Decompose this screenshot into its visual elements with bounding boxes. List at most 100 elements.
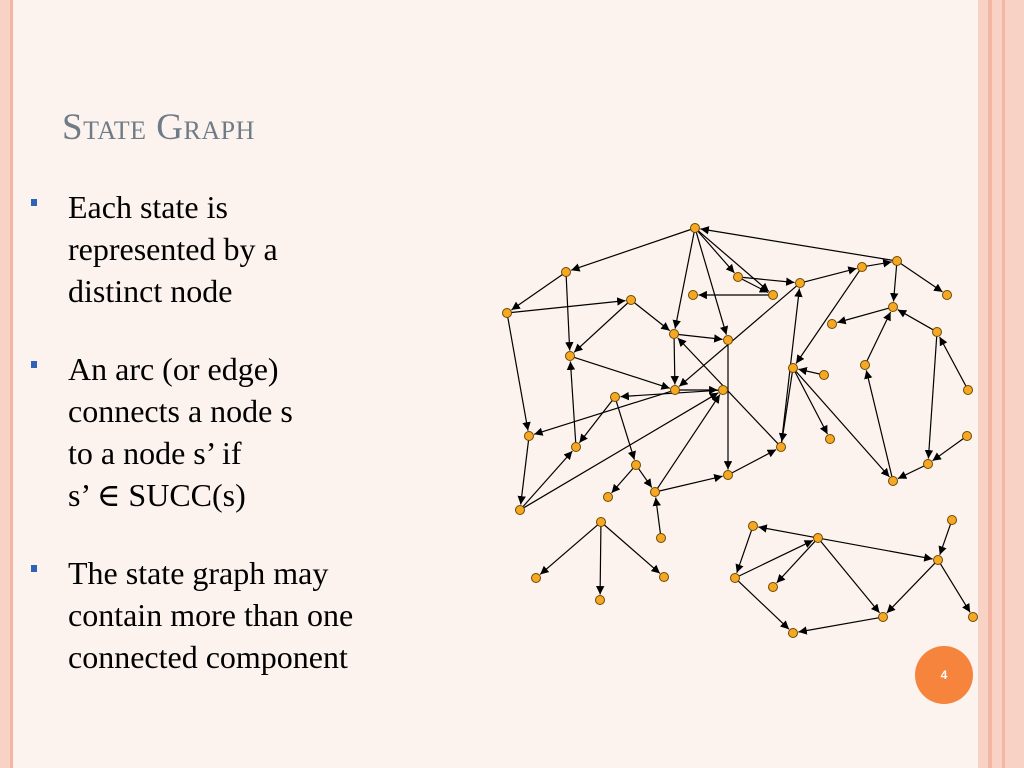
graph-node [565, 351, 575, 361]
graph-edge [795, 371, 890, 478]
graph-node [813, 533, 823, 543]
graph-node [524, 431, 534, 441]
graph-edge [523, 392, 719, 509]
graph-node [669, 329, 679, 339]
graph-node [857, 262, 867, 272]
bullet-text: An arc (or edge) connects a node s to a … [68, 351, 293, 513]
graph-node [688, 290, 698, 300]
graph-edge [932, 438, 964, 462]
graph-edge [659, 474, 723, 492]
graph-edge [700, 226, 893, 261]
left-border-stripe [0, 0, 10, 768]
graph-node [860, 360, 870, 370]
graph-edge [738, 539, 814, 577]
graph-edge [678, 285, 797, 387]
graph-node [723, 335, 733, 345]
graph-node [932, 327, 942, 337]
bullet-text: Each state is represented by a distinct … [68, 189, 278, 309]
graph-node [942, 290, 952, 300]
graph-node [610, 392, 620, 402]
graph-edge [507, 317, 531, 431]
graph-edge [672, 232, 695, 329]
graph-edge [539, 524, 598, 575]
bullet-item: Each state is represented by a distinct … [31, 186, 488, 312]
graph-node [933, 555, 943, 565]
right-border-stripe-2 [992, 0, 1002, 768]
graph-node [561, 267, 571, 277]
graph-edge [804, 266, 857, 283]
graph-edge [534, 390, 671, 436]
graph-node [819, 370, 829, 380]
graph-node [515, 505, 525, 515]
graph-edge [573, 302, 629, 353]
right-border-line-2 [1002, 0, 1005, 768]
graph-node [795, 278, 805, 288]
graph-node [748, 521, 758, 531]
bullet-item: The state graph may contain more than on… [31, 552, 488, 678]
graph-edge [595, 526, 605, 595]
graph-node [631, 460, 641, 470]
graph-edge [698, 230, 770, 292]
graph-edge [794, 371, 829, 435]
graph-edge [866, 259, 892, 268]
graph-edge [864, 370, 893, 477]
graph-edge [924, 336, 938, 459]
graph-node [596, 517, 606, 527]
graph-edge [837, 307, 889, 325]
graph-node [650, 487, 660, 497]
graph-edge [571, 228, 691, 272]
graph-edge [939, 336, 967, 387]
graph-edge [522, 450, 573, 507]
graph-node [888, 302, 898, 312]
graph-node [571, 442, 581, 452]
graph-edge [638, 468, 653, 488]
graph-node [502, 308, 512, 318]
slide-title: State Graph [62, 107, 255, 148]
graph-edge [695, 232, 729, 335]
left-border-line [10, 0, 13, 768]
graph-edge [657, 394, 721, 489]
graph-node [963, 385, 973, 395]
bullet-list: Each state is represented by a distinct … [31, 186, 488, 714]
graph-edge [866, 311, 892, 362]
bullet-marker [31, 361, 37, 368]
graph-edge [897, 465, 925, 480]
graph-edge [890, 265, 899, 302]
bullet-text: The state graph may contain more than on… [68, 555, 354, 675]
graph-edge [565, 276, 574, 351]
graph-edge [776, 540, 816, 584]
graph-edge [578, 400, 613, 444]
graph-edge [511, 274, 563, 311]
graph-edge [741, 278, 769, 294]
graph-node [892, 256, 902, 266]
graph-edge [900, 263, 943, 293]
right-border-stripe-3 [1005, 0, 1024, 768]
graph-edges [507, 226, 971, 635]
graph-node [733, 272, 743, 282]
graph-edge [758, 524, 814, 538]
graph-node [878, 612, 888, 622]
graph-edge [798, 617, 879, 635]
graph-edge [886, 562, 936, 614]
graph-edge [634, 302, 671, 332]
graph-edge [939, 563, 971, 613]
graph-edge [511, 297, 626, 314]
graph-node [768, 290, 778, 300]
graph-node [923, 459, 933, 469]
graph-edge [820, 541, 880, 614]
graph-edge [652, 497, 661, 534]
graph-edge [574, 356, 670, 390]
graph-node [947, 515, 957, 525]
bullet-marker [31, 199, 37, 206]
graph-node [776, 442, 786, 452]
graph-nodes [502, 223, 978, 638]
graph-edge [678, 333, 723, 343]
graph-node [968, 612, 978, 622]
bullet-marker [31, 565, 37, 572]
graph-node [718, 385, 728, 395]
graph-node [788, 363, 798, 373]
graph-edge [731, 449, 777, 474]
graph-edge [798, 366, 820, 376]
graph-edge [517, 440, 530, 505]
